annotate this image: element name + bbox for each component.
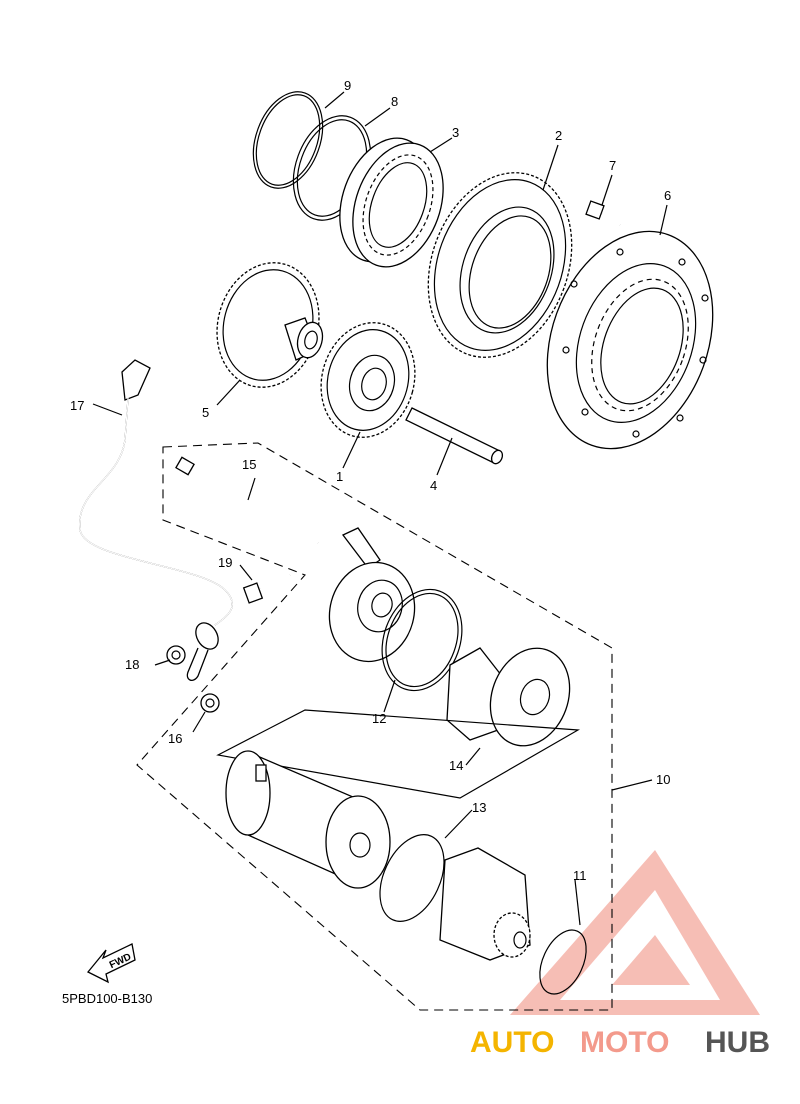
part-4-shaft (405, 407, 504, 465)
callout-17: 17 (70, 398, 84, 413)
part-15-long-bolt (175, 456, 319, 545)
watermark-logo (510, 850, 760, 1015)
callout-11: 11 (573, 868, 587, 883)
callout-1: 1 (336, 469, 343, 484)
part-1-idle-gear (320, 322, 416, 438)
callout-13: 13 (472, 800, 486, 815)
watermark-text: AUTO MOTO HUB (470, 1026, 770, 1059)
part-3-one-way-clutch (339, 137, 444, 268)
part-18-nut (166, 645, 186, 665)
fwd-arrow-icon: FWD (86, 943, 136, 984)
part-16-nut (200, 693, 220, 713)
callout-10: 10 (656, 772, 670, 787)
part-6-rotor (546, 230, 714, 450)
part-17-lead-wire (79, 359, 233, 681)
svg-text:AUTO: AUTO (470, 1026, 554, 1059)
callout-4: 4 (430, 478, 437, 493)
motor-frame-outline (216, 709, 580, 799)
leader-lines (92, 91, 668, 926)
callout-12: 12 (372, 711, 386, 726)
motor-body (225, 750, 391, 889)
callout-9: 9 (344, 78, 351, 93)
callout-19: 19 (218, 555, 232, 570)
front-cover (328, 527, 416, 663)
callout-15: 15 (242, 457, 256, 472)
part-19-bolt (242, 573, 291, 604)
callout-6: 6 (664, 188, 671, 203)
rear-cover (439, 847, 531, 961)
svg-text:MOTO: MOTO (580, 1026, 669, 1059)
part-5-idle-gear (216, 262, 324, 388)
part-13-o-ring (379, 834, 445, 922)
part-9-circlip (252, 91, 324, 189)
part-14-brush-holder (446, 647, 571, 747)
part-11-o-ring (539, 929, 587, 995)
callout-14: 14 (449, 758, 463, 773)
callout-8: 8 (391, 94, 398, 109)
callout-5: 5 (202, 405, 209, 420)
part-12-o-ring (381, 588, 463, 692)
diagram-code: 5PBD100-B130 (62, 991, 152, 1006)
callout-2: 2 (555, 128, 562, 143)
callout-18: 18 (125, 657, 139, 672)
svg-text:HUB: HUB (705, 1026, 770, 1059)
part-2-starter-wheel-gear (427, 172, 573, 358)
callout-16: 16 (168, 731, 182, 746)
callout-3: 3 (452, 125, 459, 140)
part-7-bolt (585, 200, 621, 227)
assembly-outline (136, 442, 613, 1011)
callout-7: 7 (609, 158, 616, 173)
